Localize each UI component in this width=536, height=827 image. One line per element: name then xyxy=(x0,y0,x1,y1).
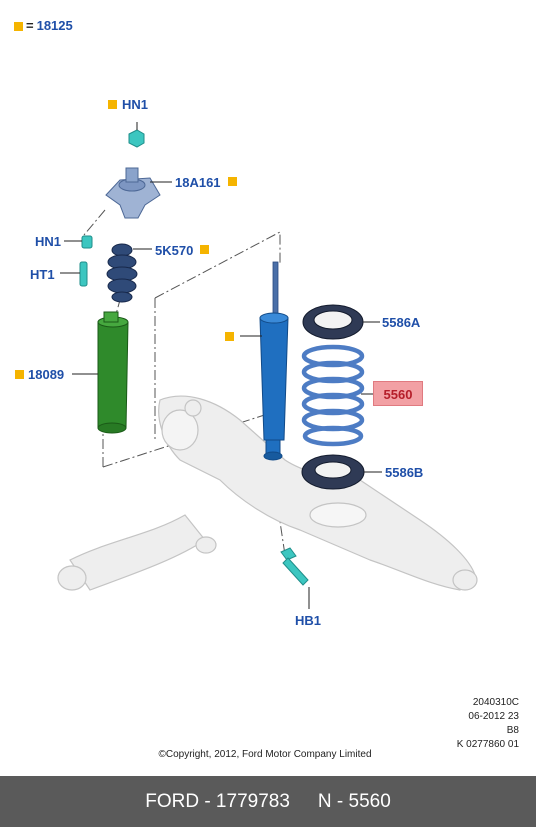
legend: =18125 xyxy=(14,18,73,33)
meta-date: 06-2012 23 xyxy=(468,711,519,722)
diagram-drawing xyxy=(57,122,478,609)
bolt-ht1 xyxy=(60,261,88,287)
top-nut-hn1 xyxy=(128,122,145,148)
label-5k570: 5K570 xyxy=(155,243,194,258)
upper-seat-5586a xyxy=(302,304,380,340)
footer-bar: FORD - 1779783 N - 5560 xyxy=(0,776,536,827)
meta-rev: B8 xyxy=(506,725,519,736)
label-hn1-top: HN1 xyxy=(122,97,149,112)
label-hn1-side: HN1 xyxy=(35,234,62,249)
label-5586a: 5586A xyxy=(382,315,421,330)
footer-part-number: FORD - 1779783 xyxy=(145,790,290,812)
legend-symbol: = xyxy=(26,18,34,33)
hn1-guide xyxy=(83,209,106,236)
bolt-hb1 xyxy=(280,547,310,609)
dust-cover-18089 xyxy=(72,311,129,434)
marker-square-icon xyxy=(228,177,237,186)
rear-suspension-arm xyxy=(57,395,478,591)
label-ht1: HT1 xyxy=(30,267,55,282)
marker-square-icon xyxy=(200,245,209,254)
highlighted-part-box: 5560 xyxy=(373,381,423,406)
footer-ref-number: N - 5560 xyxy=(317,790,391,812)
side-nut-hn1 xyxy=(64,235,93,249)
marker-square-icon xyxy=(225,332,234,341)
meta-ref: K 0277860 01 xyxy=(456,739,519,750)
copyright-text: ©Copyright, 2012, Ford Motor Company Lim… xyxy=(158,749,372,760)
marker-square-icon xyxy=(108,100,117,109)
label-5586b: 5586B xyxy=(385,465,424,480)
bump-stop-5k570 xyxy=(106,243,152,303)
label-18089: 18089 xyxy=(28,367,65,382)
marker-square-icon xyxy=(14,22,23,31)
meta-code: 2040310C xyxy=(472,697,519,708)
legend-part: 18125 xyxy=(36,18,73,33)
label-18a161: 18A161 xyxy=(175,175,221,190)
shock-absorber xyxy=(240,261,289,461)
parts-diagram: =18125 HN1 18A161 HN1 5K570 HT1 18089 55… xyxy=(14,18,519,760)
coil-spring-5560 xyxy=(301,344,373,447)
assembly-outline-top xyxy=(154,231,281,299)
lower-seat-5586b xyxy=(301,454,382,490)
marker-square-icon xyxy=(15,370,24,379)
label-5560: 5560 xyxy=(383,387,413,402)
label-hb1: HB1 xyxy=(295,613,322,628)
upper-mount-18a161 xyxy=(105,167,172,219)
